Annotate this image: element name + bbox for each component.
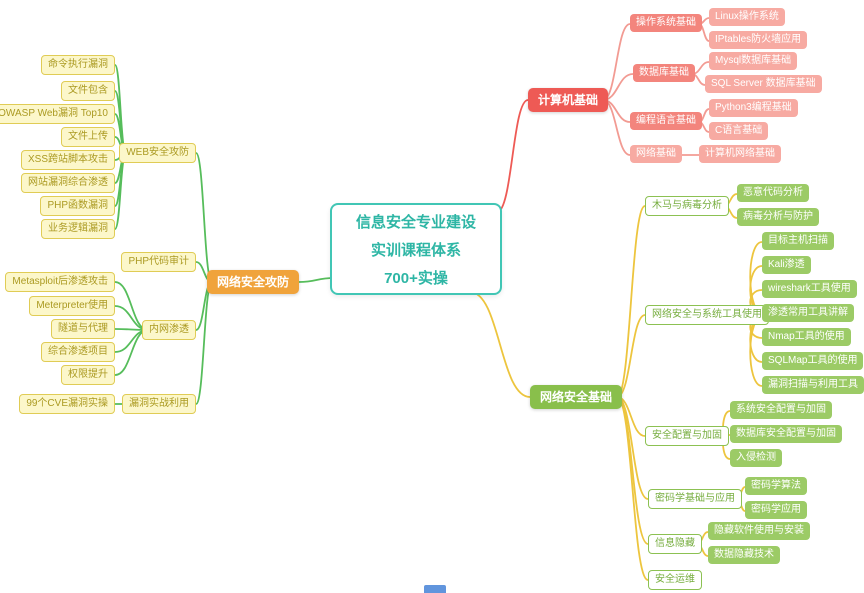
topic-website-vuln-pentest[interactable]: 网站漏洞综合渗透 [21, 173, 115, 193]
topic-file-upload[interactable]: 文件上传 [61, 127, 115, 147]
topic-pentest-project[interactable]: 综合渗透项目 [41, 342, 115, 362]
topic-data-hiding-tech[interactable]: 数据隐藏技术 [708, 546, 780, 564]
topic-99-cve[interactable]: 99个CVE漏洞实操 [19, 394, 115, 414]
edge-center-computer [496, 99, 529, 213]
topic-kali-pentest[interactable]: Kali渗透 [762, 256, 811, 274]
central-topic-line1: 信息安全专业建设 [355, 213, 476, 231]
topic-vuln-exploitation[interactable]: 漏洞实战利用 [122, 394, 196, 414]
central-topic-line2: 实训课程体系 [370, 241, 461, 259]
topic-crypto-applications[interactable]: 密码学应用 [745, 501, 807, 519]
topic-tunnel-proxy[interactable]: 隧道与代理 [51, 319, 115, 339]
topic-database-hardening[interactable]: 数据库安全配置与加固 [730, 425, 842, 443]
topic-info-hiding[interactable]: 信息隐藏 [648, 534, 702, 554]
central-topic[interactable]: 信息安全专业建设 实训课程体系 700+实操 [330, 203, 502, 295]
topic-malware-analysis[interactable]: 恶意代码分析 [737, 184, 809, 202]
topic-system-hardening[interactable]: 系统安全配置与加固 [730, 401, 832, 419]
topic-crypto-algorithms[interactable]: 密码学算法 [745, 477, 807, 495]
topic-python3-basics[interactable]: Python3编程基础 [709, 99, 798, 117]
topic-meterpreter[interactable]: Meterpreter使用 [29, 296, 115, 316]
topic-web-security[interactable]: WEB安全攻防 [119, 143, 196, 163]
topic-database-basics[interactable]: 数据库基础 [633, 64, 695, 82]
topic-virus-protection[interactable]: 病毒分析与防护 [737, 208, 819, 226]
branch-network-security-basics[interactable]: 网络安全基础 [530, 385, 623, 409]
topic-owasp-top10[interactable]: OWASP Web漏洞 Top10 [0, 104, 115, 124]
edge-security-ops [616, 396, 649, 581]
watermark-logo [424, 585, 446, 593]
edge-web-leaf-1 [114, 64, 127, 154]
topic-xss-attack[interactable]: XSS跨站脚本攻击 [20, 150, 115, 170]
topic-privilege-escalation[interactable]: 权限提升 [61, 365, 115, 385]
edge-security-trojan [616, 205, 646, 398]
topic-security-tools-usage[interactable]: 网络安全与系统工具使用 [645, 305, 769, 325]
branch-network-attack-defense[interactable]: 网络安全攻防 [207, 270, 300, 294]
central-topic-line3: 700+实操 [384, 269, 448, 287]
topic-intranet-pentest[interactable]: 内网渗透 [142, 320, 196, 340]
topic-security-hardening[interactable]: 安全配置与加固 [645, 426, 729, 446]
branch-computer-basics[interactable]: 计算机基础 [528, 88, 609, 112]
topic-nmap[interactable]: Nmap工具的使用 [762, 328, 851, 346]
topic-metasploit-post[interactable]: Metasploit后渗透攻击 [5, 272, 115, 292]
edge-security-tools [616, 314, 646, 398]
topic-hiding-software[interactable]: 隐藏软件使用与安装 [708, 522, 810, 540]
topic-network-basics[interactable]: 网络基础 [630, 145, 682, 163]
edge-center-security [469, 291, 531, 398]
topic-computer-network-basics[interactable]: 计算机网络基础 [699, 145, 781, 163]
topic-sqlserver-basics[interactable]: SQL Server 数据库基础 [705, 75, 822, 93]
topic-php-code-audit[interactable]: PHP代码审计 [121, 252, 196, 272]
topic-c-language-basics[interactable]: C语言基础 [709, 122, 769, 140]
topic-programming-basics[interactable]: 编程语言基础 [630, 112, 702, 130]
edge-attack-vuln [195, 281, 213, 405]
topic-file-inclusion[interactable]: 文件包含 [61, 81, 115, 101]
topic-linux-os[interactable]: Linux操作系统 [709, 8, 785, 26]
topic-command-exec-vuln[interactable]: 命令执行漏洞 [41, 55, 115, 75]
topic-trojan-virus-analysis[interactable]: 木马与病毒分析 [645, 196, 729, 216]
topic-php-function-vuln[interactable]: PHP函数漏洞 [40, 196, 115, 216]
topic-vuln-scan-tools[interactable]: 漏洞扫描与利用工具 [762, 376, 864, 394]
topic-sqlmap[interactable]: SQLMap工具的使用 [762, 352, 864, 370]
topic-target-host-scan[interactable]: 目标主机扫描 [762, 232, 834, 250]
topic-os-basics[interactable]: 操作系统基础 [630, 14, 702, 32]
topic-intrusion-detection[interactable]: 入侵检测 [730, 449, 782, 467]
topic-pentest-tools-lecture[interactable]: 渗透常用工具讲解 [762, 304, 854, 322]
topic-cryptography[interactable]: 密码学基础与应用 [648, 489, 742, 509]
topic-business-logic-vuln[interactable]: 业务逻辑漏洞 [41, 219, 115, 239]
topic-iptables-firewall[interactable]: IPtables防火墙应用 [709, 31, 808, 49]
topic-security-operations[interactable]: 安全运维 [648, 570, 702, 590]
topic-mysql-basics[interactable]: Mysql数据库基础 [709, 52, 798, 70]
edge-center-attack [298, 277, 335, 283]
topic-wireshark[interactable]: wireshark工具使用 [762, 280, 857, 298]
